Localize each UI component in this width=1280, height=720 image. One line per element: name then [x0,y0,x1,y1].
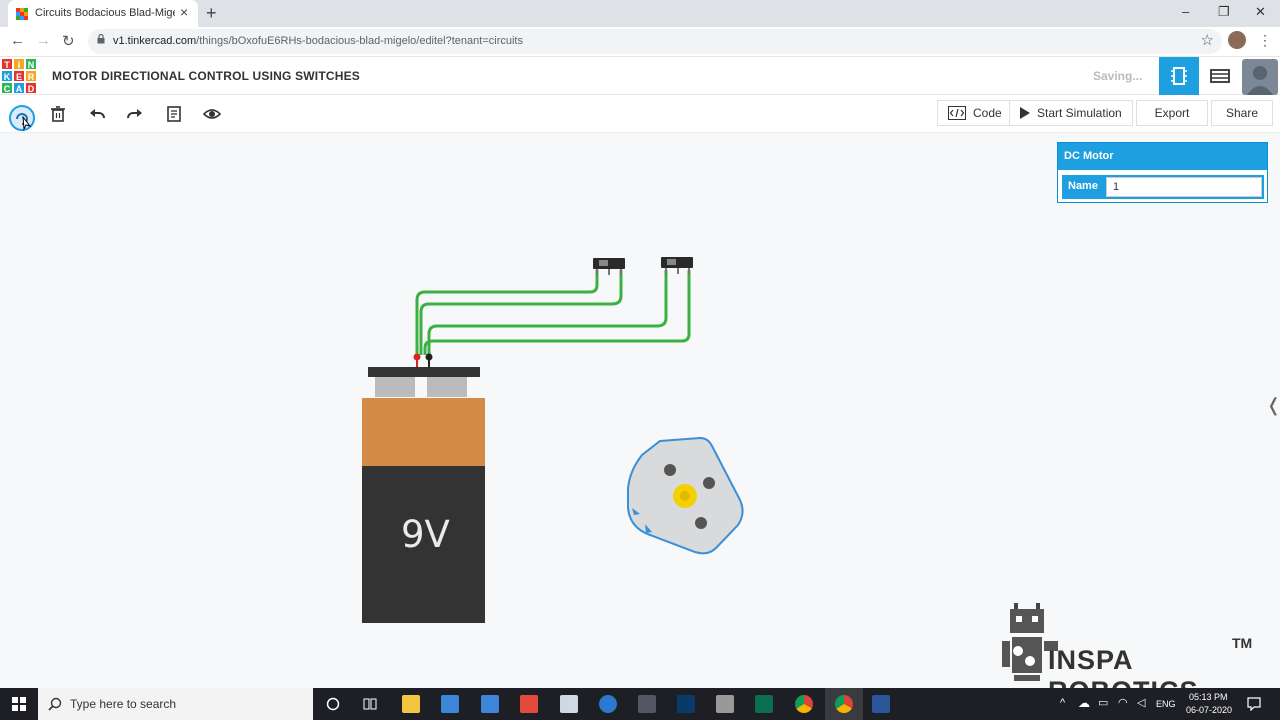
slide-switch-2[interactable] [661,257,693,274]
notes-icon[interactable] [165,105,183,123]
restore-icon[interactable]: ❐ [1218,4,1230,19]
watermark-tm: TM [1232,635,1253,651]
code-button[interactable]: Code [937,100,1013,126]
inspector-title: DC Motor [1058,143,1267,170]
tinkercad-logo[interactable]: T I N K E R C A D [1,58,37,94]
share-button[interactable]: Share [1211,100,1273,126]
volume-icon[interactable]: ◁ [1137,697,1146,709]
app-icon-screen[interactable] [755,695,773,713]
play-icon [1020,107,1030,119]
circuit-workspace[interactable]: 9V INSPA ROBOTICS TM ❬ [0,133,1280,706]
browser-tab[interactable]: Circuits Bodacious Blad-Migelo | × [8,0,198,27]
clock-date[interactable]: 06-07-2020 [1186,705,1233,715]
wifi-icon[interactable]: ◠ [1118,697,1128,709]
chrome-menu-icon[interactable]: ⋮ [1258,32,1272,48]
close-window-icon[interactable]: ✕ [1255,4,1266,19]
app-icon-dark[interactable] [638,695,656,713]
bookmark-star-icon[interactable]: ☆ [1200,32,1214,49]
schematic-view-button[interactable] [1200,57,1240,95]
share-label: Share [1225,106,1259,120]
export-button[interactable]: Export [1136,100,1208,126]
editor-toolbar: Code Start Simulation Export Share [0,95,1280,164]
user-avatar[interactable] [1242,59,1278,95]
save-status: Saving... [1093,69,1143,83]
tinkercad-header: T I N K E R C A D MOTOR DIRECTIONAL CONT… [0,57,1280,95]
search-placeholder: Type here to search [70,697,177,711]
start-simulation-label: Start Simulation [1037,106,1122,120]
omnibox[interactable]: v1.tinkercad.com/things/bOxofuE6RHs-boda… [88,29,1222,54]
name-row: Name [1062,175,1264,199]
address-bar: ← → ↻ v1.tinkercad.com/things/bOxofuE6RH… [0,27,1280,57]
undo-icon[interactable] [88,105,106,123]
delete-icon[interactable] [49,105,67,123]
tray-chevron-icon[interactable]: ^ [1060,697,1066,709]
app-icon-red[interactable] [520,695,538,713]
redo-icon[interactable] [126,105,144,123]
component-inspector: DC Motor Name [1057,142,1268,203]
store-icon[interactable] [441,695,459,713]
edge-icon[interactable] [599,695,617,713]
battery-9v[interactable] [362,353,485,624]
file-explorer-icon[interactable] [402,695,420,713]
tab-title: Circuits Bodacious Blad-Migelo | [35,7,175,19]
back-icon[interactable]: ← [10,32,25,49]
notification-icon[interactable] [1247,697,1261,711]
code-icon [948,106,966,120]
robot-logo-icon [1002,603,1058,681]
new-tab-icon[interactable]: + [206,3,217,23]
dc-motor[interactable] [627,436,744,555]
url-text: v1.tinkercad.com/things/bOxofuE6RHs-boda… [113,35,523,47]
chrome-active-icon [835,695,853,713]
slide-switch-1[interactable] [593,258,625,275]
clock-time[interactable]: 05:13 PM [1189,692,1228,702]
panel-toggle-icon[interactable]: ❬ [1266,395,1280,415]
onedrive-icon[interactable]: ☁ [1078,696,1090,710]
start-simulation-button[interactable]: Start Simulation [1009,100,1133,126]
taskbar-search[interactable]: Type here to search [38,688,313,720]
wires[interactable] [415,270,691,355]
app-icon-terminal[interactable] [677,695,695,713]
word-icon[interactable] [872,695,890,713]
name-label: Name [1068,180,1098,192]
battery-label: 9V [401,513,450,556]
name-input[interactable] [1106,177,1262,197]
mail-icon[interactable] [481,695,499,713]
forward-icon[interactable]: → [36,32,51,49]
reload-icon[interactable]: ↻ [62,33,75,50]
battery-icon[interactable]: ▭ [1098,697,1109,709]
circuit-view-button[interactable] [1159,57,1199,95]
cortana-icon[interactable] [326,697,340,711]
chip-icon [1171,67,1187,85]
windows-start-icon[interactable] [12,697,26,711]
tinkercad-favicon [16,8,28,20]
calculator-icon[interactable] [716,695,734,713]
circuit-canvas[interactable] [0,133,1280,688]
chrome-icon[interactable] [795,695,813,713]
rotate-icon[interactable] [8,104,36,132]
code-label: Code [973,106,1002,120]
windows-taskbar: Type here to search ^ ☁ ▭ ◠ ◁ ENG 05:13 … [0,688,1280,720]
chrome-active-tile[interactable] [825,688,863,720]
language-indicator[interactable]: ENG [1156,699,1176,709]
app-icon-cube[interactable] [560,695,578,713]
lock-icon [97,34,105,44]
search-icon [48,697,62,711]
export-label: Export [1154,106,1190,120]
browser-titlebar: Circuits Bodacious Blad-Migelo | × + – ❐… [0,0,1280,27]
profile-avatar-icon[interactable] [1228,31,1246,49]
wire-visibility-icon[interactable] [203,105,221,123]
minimize-icon[interactable]: – [1182,4,1190,19]
user-silhouette-icon [1247,66,1273,95]
design-title[interactable]: MOTOR DIRECTIONAL CONTROL USING SWITCHES [52,69,361,83]
list-view-icon [1210,69,1230,83]
task-view-icon[interactable] [363,697,377,711]
close-tab-icon[interactable]: × [180,4,189,20]
